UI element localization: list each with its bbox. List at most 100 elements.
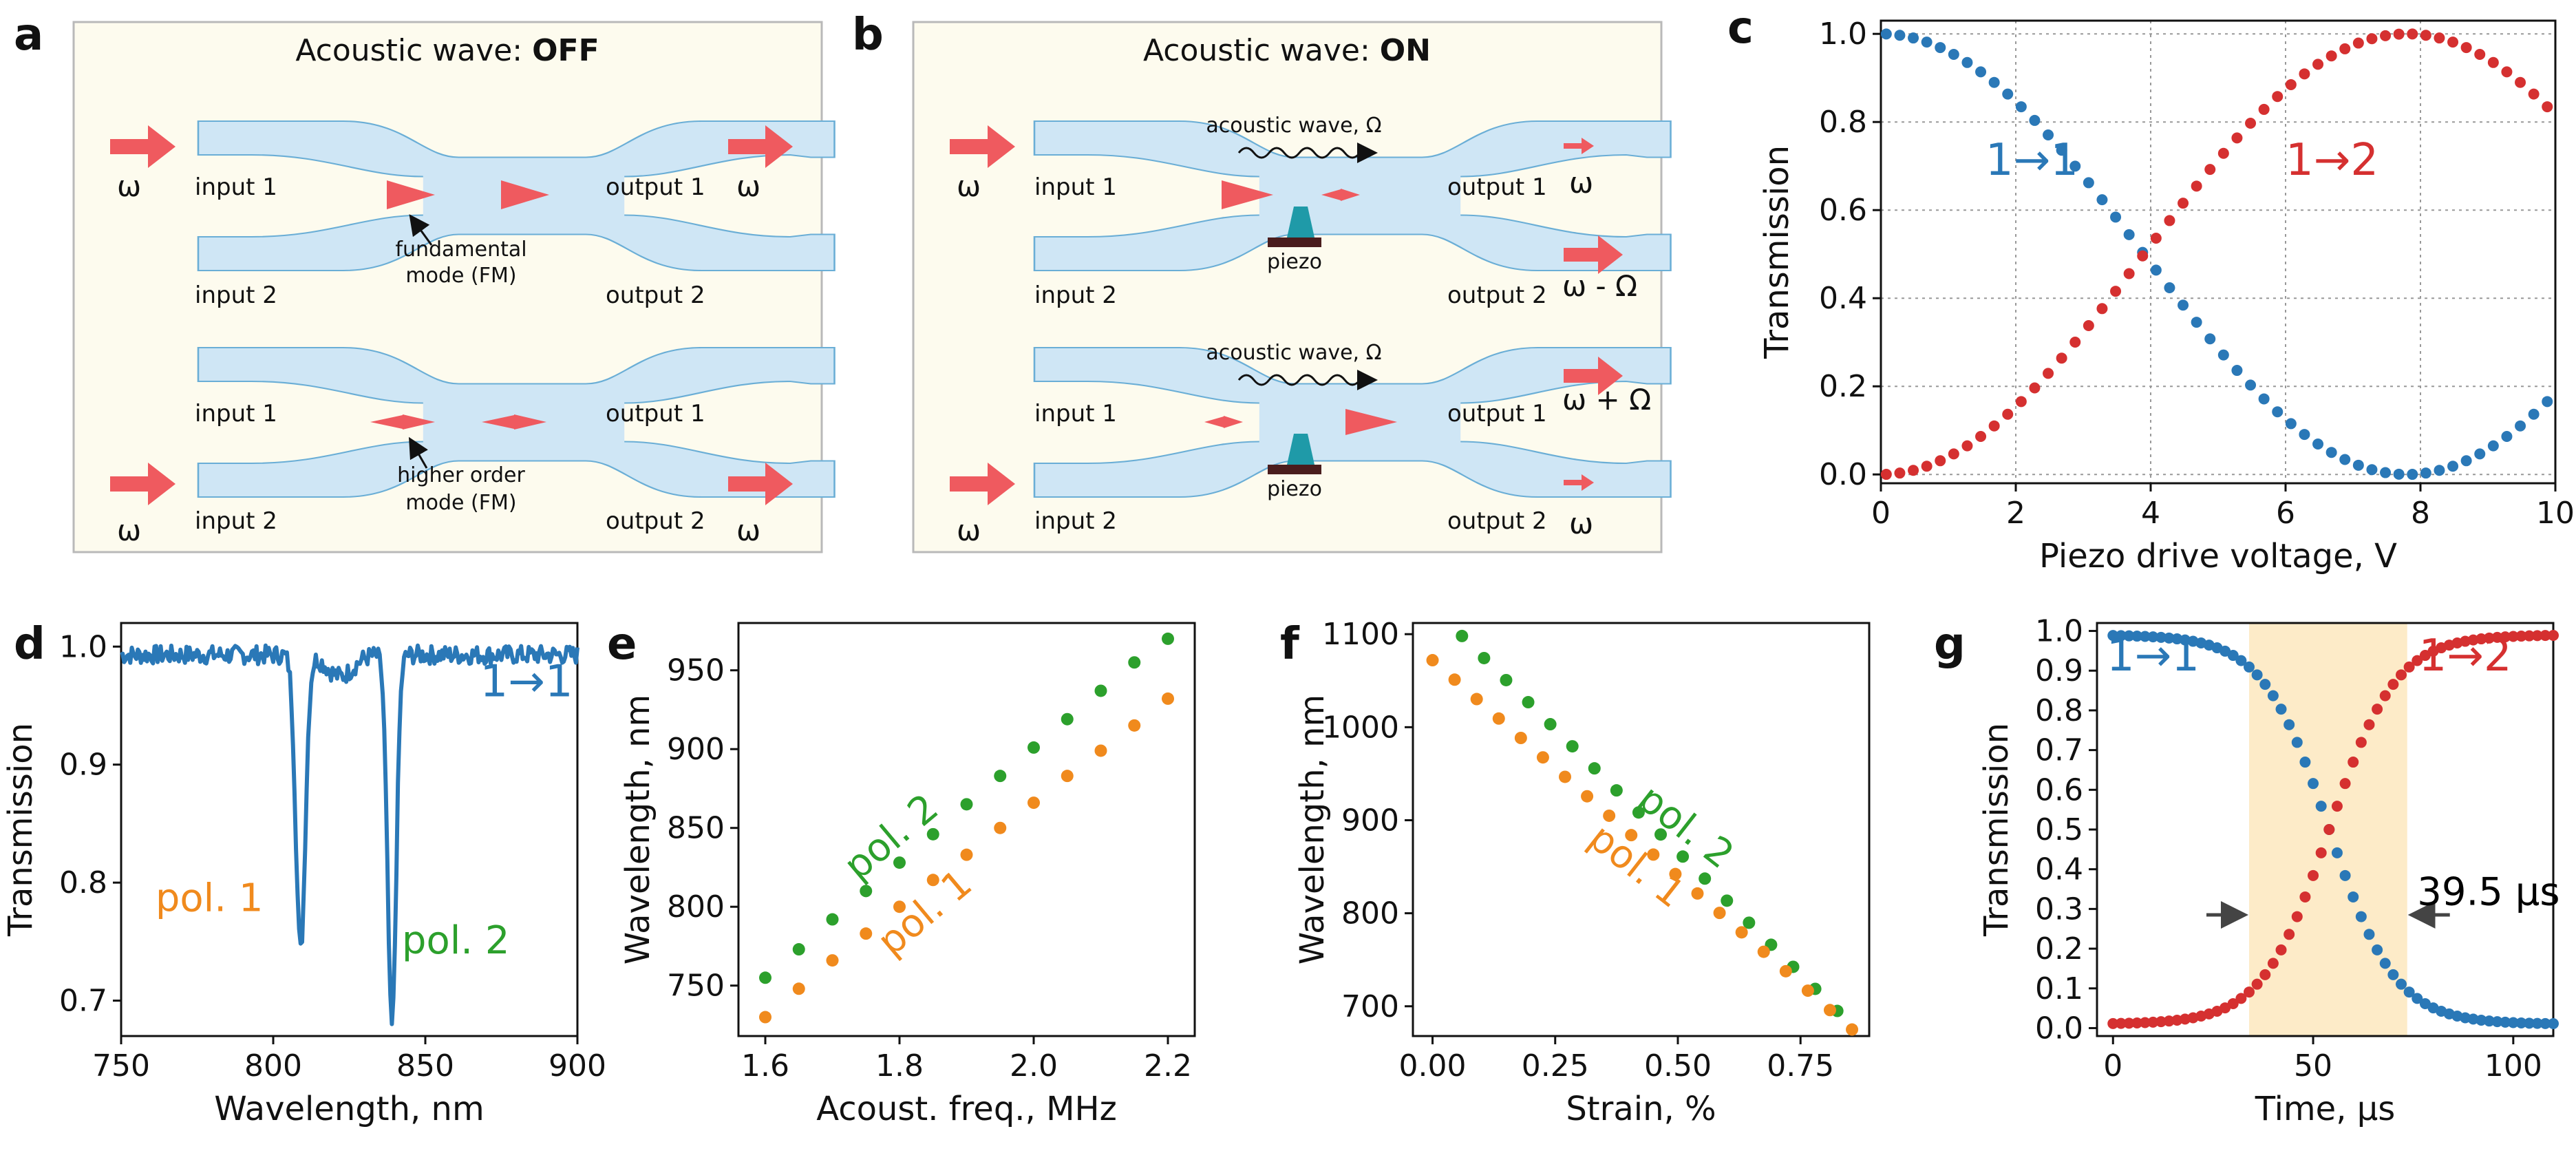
data-point-1to2	[2515, 631, 2527, 642]
data-point	[1061, 712, 1074, 726]
omega-plus-label: ω + Ω	[1562, 383, 1651, 416]
output-arrow-b-bottom-small	[1564, 474, 1594, 491]
data-point-1to2	[2043, 368, 2054, 379]
input-1-label: input 1	[195, 173, 277, 201]
data-point	[1647, 848, 1660, 861]
width-annotation: 39.5 μs	[2417, 870, 2559, 915]
data-point-1to2	[2339, 43, 2351, 54]
data-point	[1162, 632, 1174, 645]
data-point-1to2	[2476, 633, 2487, 645]
output-2-label: output 2	[1447, 282, 1547, 309]
data-point-1to1	[2015, 101, 2027, 113]
mode-pointer-arrow	[409, 436, 428, 469]
x-axis-title: Time, μs	[2255, 1090, 2396, 1128]
data-point	[826, 954, 839, 967]
data-point	[1470, 693, 1483, 706]
data-point	[1654, 828, 1668, 841]
x-tick-label: 0	[1871, 496, 1891, 531]
data-point	[926, 827, 939, 841]
data-point-1to2	[2487, 56, 2499, 68]
data-point	[1676, 850, 1690, 863]
data-point	[1846, 1023, 1859, 1036]
data-point-1to1	[2474, 448, 2486, 460]
data-point-1to2	[2542, 101, 2553, 113]
data-point-1to1	[1961, 56, 1973, 68]
higher-mode-label-1: higher order	[397, 463, 525, 487]
x-tick-label: 850	[396, 1048, 454, 1084]
data-point-1to1	[2393, 468, 2405, 480]
data-point-1to2	[2123, 1017, 2135, 1029]
panel-letter-g: g	[1934, 619, 1966, 670]
data-point-1to1	[2083, 177, 2094, 189]
y-tick-label: 0.9	[59, 748, 107, 783]
data-point-1to2	[2244, 986, 2255, 998]
higher-mode-shape	[1321, 189, 1360, 201]
y-tick-label: 800	[667, 889, 725, 925]
omega-label: ω	[957, 514, 981, 547]
x-tick-label: 10	[2536, 496, 2575, 531]
data-point-1to1	[2380, 467, 2392, 478]
omega-minus-label: ω - Ω	[1562, 269, 1637, 303]
data-point	[1699, 872, 1712, 885]
data-point-1to2	[2355, 737, 2367, 748]
data-point-1to2	[2507, 631, 2519, 642]
plot-frame	[737, 622, 1196, 1037]
data-point-1to1	[2412, 993, 2423, 1004]
data-point-1to2	[2015, 396, 2027, 408]
data-point-1to2	[2323, 824, 2335, 835]
data-point-1to2	[2387, 679, 2399, 690]
input-1-label: input 1	[1034, 400, 1117, 427]
data-point-1to1	[2147, 631, 2159, 643]
data-point	[1721, 894, 1734, 907]
y-tick-label: 0.2	[1819, 369, 1867, 404]
y-axis-title: Transmission	[1, 723, 40, 937]
data-point	[1801, 984, 1814, 997]
x-tick-label: 0.75	[1767, 1048, 1834, 1084]
y-tick-label: 0.8	[59, 865, 107, 900]
data-point-1to2	[2258, 103, 2270, 115]
data-point-1to1	[2155, 631, 2167, 643]
schematic-a-title: Acoustic wave: OFF	[295, 33, 599, 68]
data-point-1to1	[2235, 655, 2247, 666]
data-point-1to1	[2460, 455, 2472, 467]
data-point-1to2	[2110, 286, 2122, 297]
data-point-1to1	[1948, 49, 1959, 61]
series-label: 1→2	[2419, 631, 2512, 682]
data-point-1to2	[2348, 757, 2359, 768]
data-point-1to1	[2163, 632, 2175, 644]
data-point	[960, 848, 973, 861]
data-point-1to1	[2115, 630, 2127, 642]
pol-label: pol. 2	[402, 918, 510, 963]
mode-shape	[1222, 180, 1273, 209]
data-point	[1625, 829, 1638, 842]
data-point-1to2	[2483, 632, 2495, 644]
data-point-1to2	[1948, 448, 1959, 460]
data-point-1to1	[2164, 282, 2175, 293]
data-point	[1478, 651, 1491, 664]
data-point-1to2	[2531, 630, 2543, 642]
data-point-1to1	[2267, 690, 2279, 701]
y-tick-label: 800	[1341, 896, 1399, 931]
data-point-1to1	[2331, 847, 2343, 858]
data-point-1to2	[2245, 118, 2257, 129]
y-tick-label: 700	[1341, 989, 1399, 1024]
plot-frame	[1412, 622, 1871, 1037]
data-point-1to1	[1894, 30, 1906, 41]
data-point	[1028, 741, 1040, 754]
mode-shape	[1345, 409, 1397, 435]
data-point-1to1	[2002, 88, 2014, 100]
y-tick-label: 1.0	[59, 629, 107, 664]
data-point-1to1	[2110, 211, 2122, 223]
data-point-1to1	[2501, 431, 2513, 443]
x-axis-title: Wavelength, nm	[214, 1090, 484, 1128]
data-point-1to2	[2275, 944, 2287, 955]
plot-frame	[120, 622, 579, 1037]
data-point-1to2	[1880, 469, 1892, 481]
data-point-1to2	[2083, 319, 2094, 331]
output-1-label: output 1	[1447, 173, 1547, 201]
omega-label: ω	[736, 514, 760, 547]
x-tick-label: 0.25	[1522, 1048, 1589, 1084]
